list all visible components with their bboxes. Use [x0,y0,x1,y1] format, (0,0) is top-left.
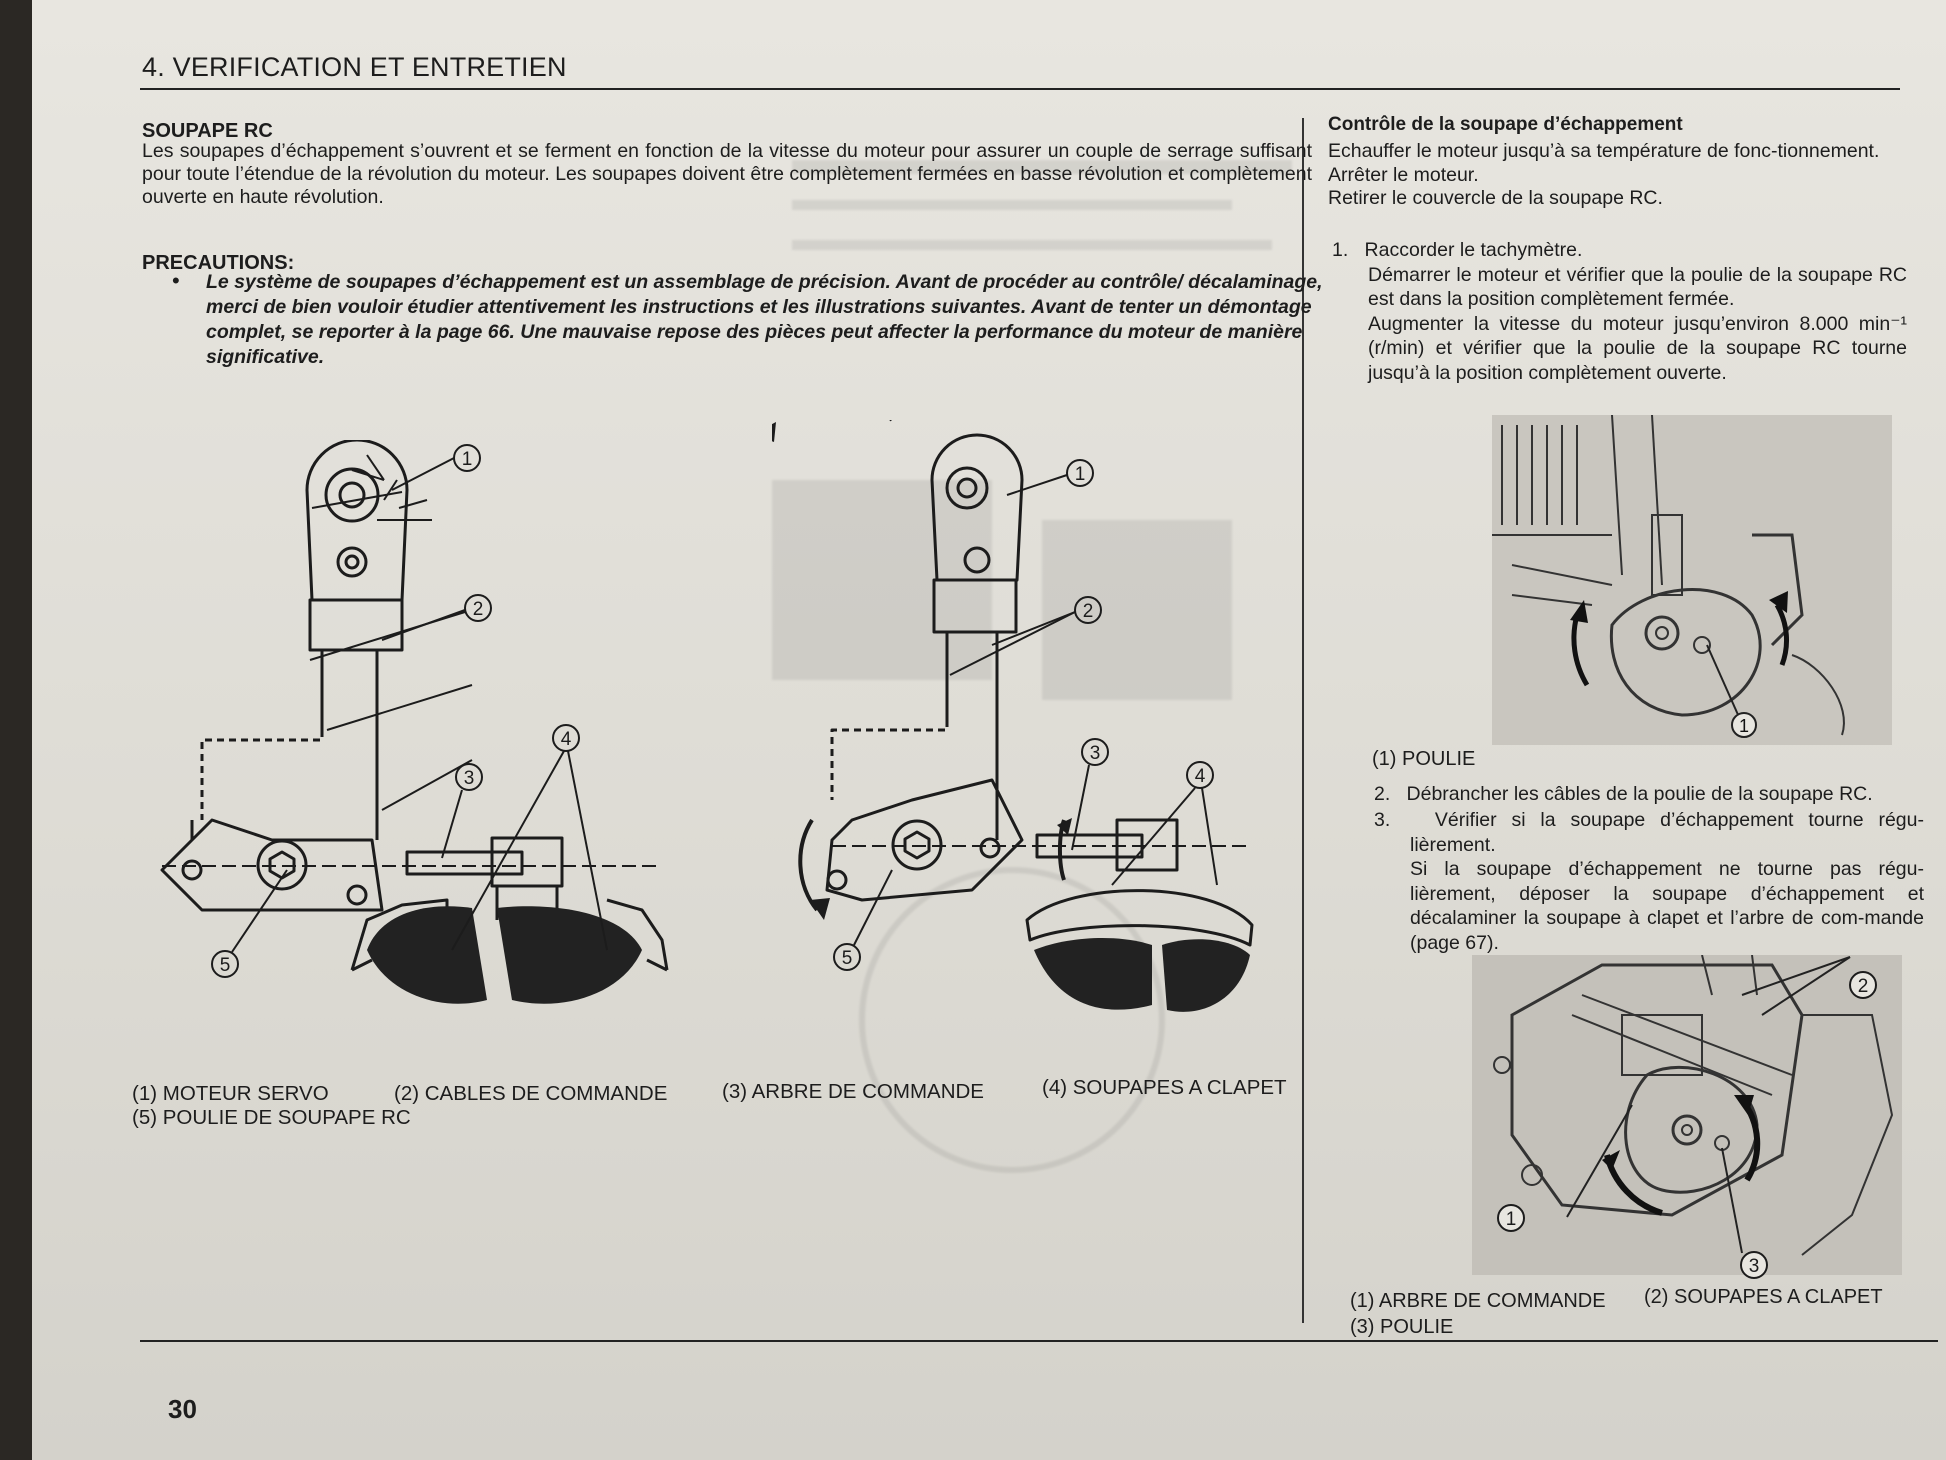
step-1-text-b: Augmenter la vitesse du moteur jusqu’env… [1368,312,1907,384]
footer-rule [140,1340,1938,1342]
precaution-bullet: • [172,268,180,293]
photo1-callout: 1 [1739,716,1749,736]
callout-1: 1 [462,449,473,470]
intro-line-2: Arrêter le moteur. [1328,163,1479,186]
callout-1b: 1 [1075,464,1086,485]
column-divider [1302,118,1304,1323]
controle-title: Contrôle de la soupape d’échappement [1328,114,1683,135]
callout-3b: 3 [1090,743,1101,764]
callout-numbers-right: 2 1 3 [1497,971,1877,1279]
callout-2b: 2 [1083,601,1094,622]
figure-open-position [772,420,1292,1040]
precautions-text: Le système de soupapes d’échappement est… [206,271,1323,368]
caption-right-poulie-2: (3) POULIE [1350,1316,1454,1338]
page-number: 30 [168,1394,197,1424]
intro-line-1: Echauffer le moteur jusqu’à sa températu… [1328,140,1880,162]
photo2-callout-3: 3 [1749,1256,1760,1277]
caption-right-poulie: (1) POULIE [1372,748,1476,770]
manual-page: 4. VERIFICATION ET ENTRETIEN SOUPAPE RC … [32,0,1946,1460]
callout-4: 4 [561,729,572,750]
figure-closed-position [152,440,712,1060]
section-header: 4. VERIFICATION ET ENTRETIEN [142,52,567,82]
caption-soupapes: (4) SOUPAPES A CLAPET [1042,1076,1287,1099]
step-3: 3. Vérifier si la soupape d’échappement … [1374,808,1924,955]
step-3-text: Si la soupape d’échappement ne tourne pa… [1410,858,1924,954]
photo-poulie: 1 [1492,415,1892,745]
step-1-text-a: Démarrer le moteur et vérifier que la po… [1368,263,1907,311]
caption-cables: (2) CABLES DE COMMANDE [394,1082,668,1105]
caption-moteur-servo: (1) MOTEUR SERVO [132,1082,329,1105]
callout-5b: 5 [842,948,853,969]
precautions-title: PRECAUTIONS: [142,252,295,274]
soupape-rc-intro: Les soupapes d’échappement s’ouvrent et … [142,140,1312,208]
callout-3: 3 [464,768,475,789]
soupape-rc-title: SOUPAPE RC [142,120,273,142]
callout-2: 2 [473,599,484,620]
photo2-callout-2: 2 [1858,976,1869,997]
photo-soupapes [1472,955,1902,1275]
photo2-callout-1: 1 [1506,1209,1517,1230]
controle-intro: Echauffer le moteur jusqu’à sa températu… [1328,140,1898,211]
caption-right-arbre: (1) ARBRE DE COMMANDE [1350,1290,1606,1312]
step-2-line: 2. Débrancher les câbles de la poulie de… [1374,783,1873,805]
callout-4b: 4 [1195,766,1206,787]
caption-right-soupapes: (2) SOUPAPES A CLAPET [1644,1286,1883,1308]
step-3-title: 3. Vérifier si la soupape d’échappement … [1374,809,1924,856]
step-1-title: 1. Raccorder le tachymètre. [1332,239,1583,261]
callout-5: 5 [220,955,231,976]
step-1: 1. Raccorder le tachymètre. Démarrer le … [1332,238,1907,385]
step-2: 2. Débrancher les câbles de la poulie de… [1374,782,1934,807]
caption-poulie: (5) POULIE DE SOUPAPE RC [132,1106,411,1129]
intro-line-3: Retirer le couvercle de la soupape RC. [1328,187,1663,209]
header-rule [140,88,1900,90]
caption-arbre: (3) ARBRE DE COMMANDE [722,1080,984,1103]
callout-numbers-left: 1 2 4 3 5 1 2 3 4 5 [211,444,1218,978]
